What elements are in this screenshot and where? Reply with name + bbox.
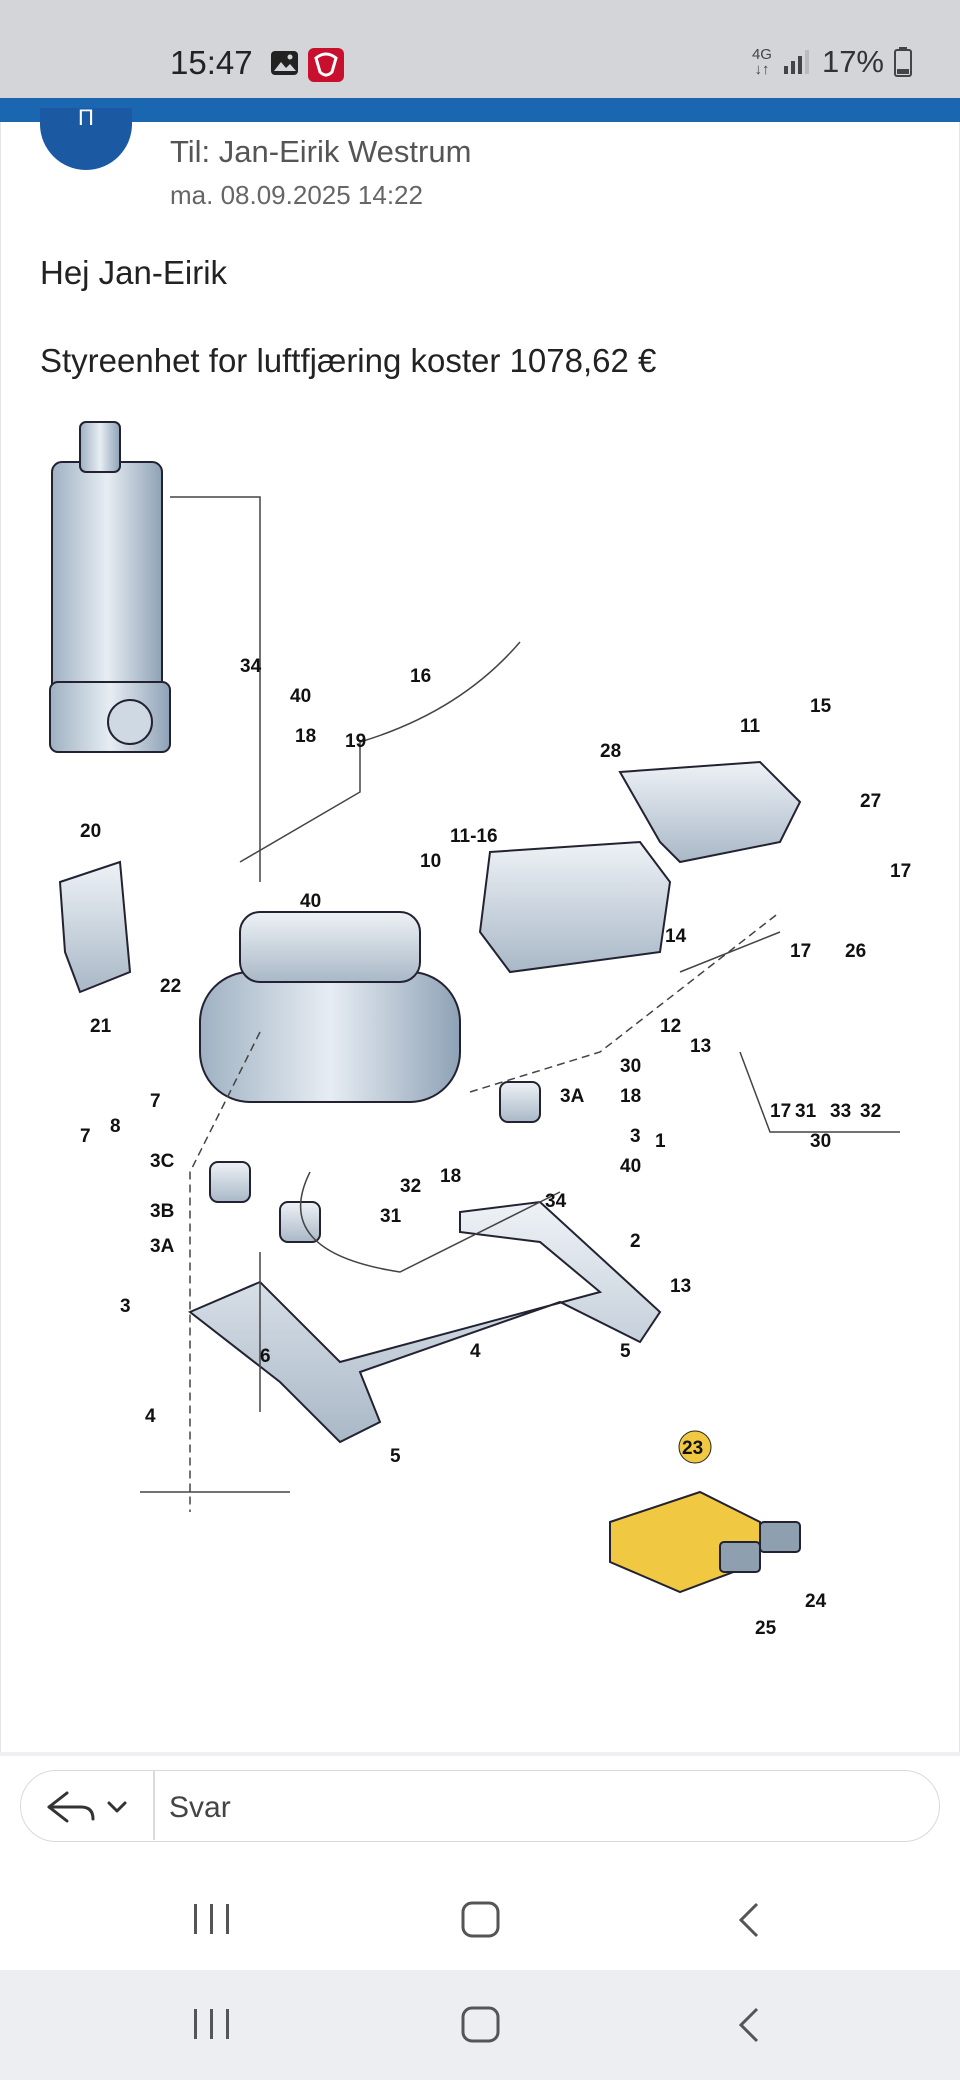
app-header-bar [0, 98, 960, 122]
svg-text:22: 22 [160, 976, 181, 997]
battery-percent: 17% [821, 44, 884, 79]
svg-text:14: 14 [665, 926, 687, 947]
svg-text:18: 18 [295, 726, 316, 747]
svg-text:13: 13 [670, 1276, 691, 1297]
svg-text:4: 4 [470, 1341, 481, 1362]
battery-icon [894, 47, 912, 77]
svg-text:8: 8 [110, 1116, 121, 1137]
svg-text:5: 5 [620, 1341, 631, 1362]
svg-text:2: 2 [630, 1231, 641, 1252]
svg-text:24: 24 [805, 1591, 827, 1612]
svg-text:3: 3 [120, 1296, 131, 1317]
app-notification-icon [308, 48, 344, 82]
svg-text:18: 18 [440, 1166, 461, 1187]
svg-text:26: 26 [845, 941, 866, 962]
svg-text:31: 31 [380, 1206, 402, 1227]
svg-text:3B: 3B [150, 1201, 174, 1222]
svg-text:34: 34 [545, 1191, 567, 1212]
svg-text:25: 25 [755, 1618, 777, 1639]
svg-text:32: 32 [860, 1101, 881, 1122]
compressor [199, 971, 461, 1103]
status-time: 15:47 [170, 44, 253, 81]
svg-text:4: 4 [145, 1406, 156, 1427]
reply-divider [153, 1771, 155, 1840]
svg-text:10: 10 [420, 851, 441, 872]
email-date: ma. 08.09.2025 14:22 [170, 180, 423, 210]
svg-text:1: 1 [655, 1131, 666, 1152]
svg-text:30: 30 [620, 1056, 641, 1077]
avatar-initials: Π [78, 105, 94, 130]
svg-text:40: 40 [300, 891, 321, 912]
chevron-down-icon [107, 1801, 127, 1813]
status-bar: 15:47 4G↓↑ 17% [0, 0, 960, 98]
reply-bar[interactable]: Svar [20, 1770, 940, 1842]
svg-text:17: 17 [890, 861, 911, 882]
reply-arrow-icon[interactable] [43, 1787, 133, 1827]
svg-text:11-16: 11-16 [450, 826, 498, 847]
back-icon[interactable] [735, 2005, 765, 2045]
reply-input[interactable]: Svar [169, 1791, 231, 1824]
recent-apps-icon[interactable] [192, 2007, 232, 2041]
email-message: Styreenhet for luftfjæring koster 1078,6… [40, 342, 657, 379]
home-icon[interactable] [460, 2005, 502, 2045]
home-icon[interactable] [460, 1900, 502, 1940]
network-type: 4G↓↑ [751, 46, 772, 78]
image-icon [271, 51, 298, 75]
svg-text:27: 27 [860, 791, 881, 812]
signal-icon [783, 50, 809, 74]
email-greeting: Hej Jan-Eirik [40, 254, 228, 291]
svg-text:40: 40 [290, 686, 311, 707]
svg-text:13: 13 [690, 1036, 711, 1057]
email-card [0, 122, 960, 1752]
back-icon[interactable] [735, 1900, 765, 1940]
svg-text:11: 11 [740, 716, 761, 737]
svg-text:17: 17 [770, 1101, 791, 1122]
svg-text:31: 31 [795, 1101, 817, 1122]
valve-block [478, 840, 672, 974]
air-line [239, 641, 521, 863]
svg-text:40: 40 [620, 1156, 641, 1177]
svg-text:7: 7 [80, 1126, 91, 1147]
svg-text:12: 12 [660, 1016, 681, 1037]
svg-text:28: 28 [600, 741, 621, 762]
system-nav-bar [0, 1970, 960, 2080]
svg-text:15: 15 [810, 696, 832, 717]
app-nav-bar [0, 1860, 960, 1970]
svg-text:18: 18 [620, 1086, 641, 1107]
air-strut [51, 461, 163, 703]
svg-text:3A: 3A [560, 1086, 585, 1107]
svg-text:20: 20 [80, 821, 101, 842]
svg-text:17: 17 [790, 941, 811, 962]
recipient-line: Til: Jan-Eirik Westrum [170, 134, 472, 169]
svg-text:19: 19 [345, 731, 366, 752]
svg-text:3: 3 [630, 1126, 641, 1147]
divider [0, 1752, 960, 1756]
svg-text:16: 16 [410, 666, 431, 687]
highlight-label-23: 23 [682, 1438, 703, 1459]
svg-text:34: 34 [240, 656, 262, 677]
svg-text:3A: 3A [150, 1236, 175, 1257]
svg-text:7: 7 [150, 1091, 161, 1112]
svg-text:3C: 3C [150, 1151, 175, 1172]
svg-text:33: 33 [830, 1101, 851, 1122]
svg-text:6: 6 [260, 1346, 271, 1367]
recent-apps-icon[interactable] [192, 1902, 232, 1936]
subframe [188, 1200, 662, 1444]
svg-text:32: 32 [400, 1176, 421, 1197]
svg-text:5: 5 [390, 1446, 401, 1467]
svg-text:21: 21 [90, 1016, 112, 1037]
svg-text:30: 30 [810, 1131, 831, 1152]
